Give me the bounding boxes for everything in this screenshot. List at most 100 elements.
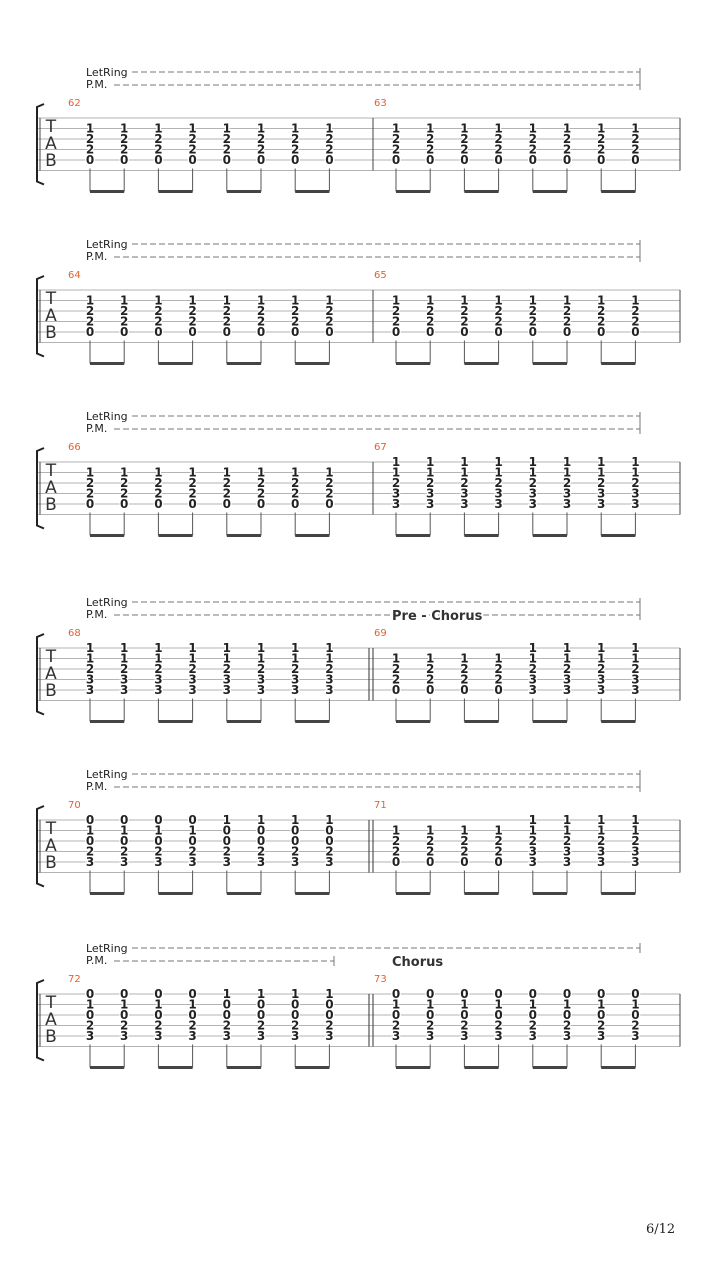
- fret-number: 0: [392, 153, 400, 167]
- fret-number: 3: [529, 845, 537, 859]
- let-ring-label: LetRing: [86, 768, 128, 781]
- fret-number: 0: [120, 325, 128, 339]
- fret-number: 0: [597, 153, 605, 167]
- fret-number: 3: [563, 497, 571, 511]
- fret-number: 3: [631, 497, 639, 511]
- fret-number: 2: [631, 834, 639, 848]
- fret-number: 2: [494, 662, 502, 676]
- system-bracket: [36, 103, 45, 186]
- fret-number: 2: [154, 143, 162, 157]
- fret-number: 1: [494, 824, 502, 838]
- fret-number: 2: [392, 304, 400, 318]
- fret-number: 3: [529, 487, 537, 501]
- fret-number: 3: [120, 673, 128, 687]
- fret-number: 2: [529, 143, 537, 157]
- fret-number: 2: [223, 1019, 231, 1033]
- fret-number: 1: [563, 641, 571, 655]
- fret-number: 2: [426, 834, 434, 848]
- fret-number: 1: [563, 294, 571, 308]
- fret-number: 2: [426, 1019, 434, 1033]
- fret-number: 2: [188, 487, 196, 501]
- fret-number: 0: [154, 153, 162, 167]
- fret-number: 2: [257, 304, 265, 318]
- tab-clef-letter: B: [45, 151, 57, 171]
- fret-number: 2: [460, 662, 468, 676]
- fret-number: 1: [426, 122, 434, 136]
- fret-number: 0: [291, 497, 299, 511]
- fret-number: 2: [291, 487, 299, 501]
- fret-number: 3: [631, 1029, 639, 1043]
- fret-number: 3: [460, 497, 468, 511]
- fret-number: 2: [257, 487, 265, 501]
- fret-number: 0: [426, 325, 434, 339]
- fret-number: 2: [392, 1019, 400, 1033]
- fret-number: 1: [426, 652, 434, 666]
- fret-number: 1: [120, 824, 128, 838]
- fret-number: 1: [597, 455, 605, 469]
- tab-clef-letter: B: [45, 495, 57, 515]
- fret-number: 1: [460, 652, 468, 666]
- fret-number: 0: [188, 1008, 196, 1022]
- fret-number: 2: [223, 132, 231, 146]
- fret-number: 3: [597, 487, 605, 501]
- fret-number: 1: [494, 455, 502, 469]
- fret-number: 1: [223, 987, 231, 1001]
- fret-number: 0: [86, 1008, 94, 1022]
- measure-number: 73: [374, 974, 387, 985]
- fret-number: 1: [154, 466, 162, 480]
- fret-number: 1: [529, 641, 537, 655]
- fret-number: 0: [86, 813, 94, 827]
- fret-number: 3: [631, 855, 639, 869]
- fret-number: 2: [631, 132, 639, 146]
- fret-number: 0: [460, 987, 468, 1001]
- fret-number: 2: [120, 1019, 128, 1033]
- fret-number: 0: [426, 1008, 434, 1022]
- fret-number: 0: [188, 325, 196, 339]
- fret-number: 0: [631, 987, 639, 1001]
- fret-number: 0: [188, 987, 196, 1001]
- fret-number: 1: [291, 294, 299, 308]
- fret-number: 0: [494, 153, 502, 167]
- fret-number: 3: [529, 497, 537, 511]
- fret-number: 0: [291, 325, 299, 339]
- fret-number: 1: [460, 455, 468, 469]
- fret-number: 1: [529, 998, 537, 1012]
- fret-number: 0: [529, 987, 537, 1001]
- fret-number: 2: [257, 132, 265, 146]
- let-ring-label: LetRing: [86, 410, 128, 423]
- fret-number: 1: [257, 466, 265, 480]
- fret-number: 1: [529, 652, 537, 666]
- fret-number: 3: [86, 683, 94, 697]
- fret-number: 3: [460, 487, 468, 501]
- fret-number: 0: [120, 813, 128, 827]
- fret-number: 0: [325, 153, 333, 167]
- tab-clef-letter: T: [45, 819, 57, 839]
- fret-number: 2: [494, 476, 502, 490]
- fret-number: 2: [426, 476, 434, 490]
- fret-number: 2: [563, 132, 571, 146]
- fret-number: 2: [631, 304, 639, 318]
- fret-number: 1: [154, 294, 162, 308]
- fret-number: 2: [120, 487, 128, 501]
- tab-clef-letter: B: [45, 681, 57, 701]
- fret-number: 0: [188, 153, 196, 167]
- fret-number: 2: [392, 143, 400, 157]
- fret-number: 2: [154, 1019, 162, 1033]
- fret-number: 3: [291, 855, 299, 869]
- fret-number: 1: [494, 998, 502, 1012]
- fret-number: 1: [325, 813, 333, 827]
- fret-number: 1: [120, 641, 128, 655]
- fret-number: 2: [325, 304, 333, 318]
- fret-number: 1: [257, 122, 265, 136]
- measure-number: 66: [68, 442, 81, 453]
- fret-number: 0: [325, 1008, 333, 1022]
- fret-number: 0: [460, 855, 468, 869]
- fret-number: 0: [86, 153, 94, 167]
- fret-number: 3: [392, 1029, 400, 1043]
- fret-number: 0: [154, 497, 162, 511]
- fret-number: 2: [460, 834, 468, 848]
- fret-number: 1: [154, 652, 162, 666]
- fret-number: 1: [392, 998, 400, 1012]
- fret-number: 0: [257, 998, 265, 1012]
- fret-number: 3: [563, 673, 571, 687]
